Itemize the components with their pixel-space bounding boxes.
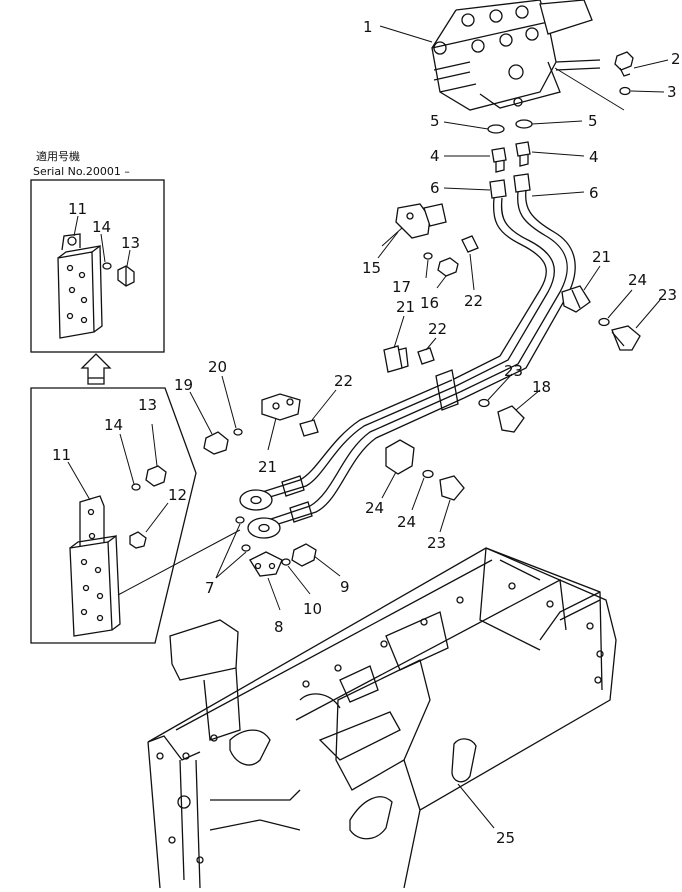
callout-4-right: 4 — [589, 148, 599, 166]
callout-23-center: 18 — [532, 378, 551, 396]
clamp-21-mid — [383, 345, 409, 373]
callout-7: 7 — [205, 579, 215, 597]
callout-17: 17 — [392, 278, 411, 296]
washer-20 — [233, 428, 243, 436]
callout-21-right: 21 — [592, 248, 611, 266]
callout-12: 12 — [168, 486, 187, 504]
callout-1: 1 — [363, 18, 373, 36]
bolt-19 — [203, 431, 229, 455]
washer-10 — [281, 558, 291, 566]
callout-13-old: 13 — [138, 396, 157, 414]
main-frame — [147, 547, 617, 889]
bolt-9 — [291, 543, 317, 567]
bolt-23-right — [611, 325, 641, 351]
bolt-13-old — [145, 465, 167, 487]
bolt-23-center — [497, 405, 525, 433]
callout-13-new: 13 — [121, 234, 140, 252]
callout-24-center: 23 — [504, 362, 523, 380]
callout-23-right: 23 — [658, 286, 677, 304]
callout-24-right: 24 — [628, 271, 647, 289]
callout-22-left: 22 — [334, 372, 353, 390]
washer-24-lower — [422, 469, 434, 479]
callout-16: 16 — [420, 294, 439, 312]
callout-18: 21 — [258, 458, 277, 476]
callout-21-lower: 24 — [365, 499, 384, 517]
flange-7-upper — [239, 489, 273, 511]
manifold-block-old — [69, 534, 121, 637]
callout-2: 2 — [671, 50, 681, 68]
o-ring-5-right — [515, 119, 533, 129]
fitting-4-left — [491, 147, 507, 173]
control-valve — [431, 0, 601, 111]
callout-5-right: 5 — [588, 112, 598, 130]
inset-box-new — [30, 179, 165, 353]
serial-note-line2: Serial No.20001 – — [33, 165, 130, 178]
bolt-12-old — [129, 531, 147, 549]
callout-6-left: 6 — [430, 179, 440, 197]
callout-4-left: 4 — [430, 147, 440, 165]
callout-3: 3 — [667, 83, 677, 101]
hydraulic-lines — [255, 379, 465, 527]
washer-14-old — [131, 483, 141, 491]
bracket-18 — [261, 393, 301, 421]
bolt-16 — [437, 257, 459, 277]
serial-note-line1: 適用号機 — [36, 149, 80, 163]
callout-20: 20 — [208, 358, 227, 376]
callout-15: 15 — [362, 259, 381, 277]
callout-23-lower: 23 — [427, 534, 446, 552]
plate-8 — [249, 551, 283, 577]
bolt-2 — [614, 51, 634, 77]
manifold-block-new — [57, 233, 103, 339]
washer-24-right — [598, 317, 610, 327]
bolt-23-lower — [439, 475, 465, 501]
o-rings-7 — [235, 516, 251, 552]
clamp-21-right — [561, 285, 591, 313]
replacement-arrow-icon — [80, 353, 112, 385]
flange-7-lower — [247, 517, 281, 539]
washer-17 — [423, 252, 433, 260]
callout-9: 9 — [340, 578, 350, 596]
o-ring-5-left — [487, 124, 505, 134]
callout-22-top: 22 — [464, 292, 483, 310]
callout-19: 19 — [174, 376, 193, 394]
callout-11-new: 11 — [68, 200, 87, 218]
callout-14-old: 14 — [104, 416, 123, 434]
bracket-15 — [395, 203, 447, 239]
callout-24-lower: 24 — [397, 513, 416, 531]
callout-21-mid: 21 — [396, 298, 415, 316]
callout-8: 8 — [274, 618, 284, 636]
clamp-21-lower — [385, 439, 415, 475]
washer-14-new — [102, 262, 112, 270]
spacer-22-left — [299, 419, 319, 437]
callout-22-mid: 22 — [428, 320, 447, 338]
fitting-4-right — [515, 141, 531, 167]
callout-25: 25 — [496, 829, 515, 847]
spacer-22-mid — [417, 347, 435, 365]
washer-3 — [619, 86, 631, 96]
callout-11-old: 11 — [52, 446, 71, 464]
callout-10: 10 — [303, 600, 322, 618]
washer-24-center — [478, 398, 490, 408]
bolt-13-new — [117, 265, 135, 287]
callout-14-new: 14 — [92, 218, 111, 236]
callout-6-right: 6 — [589, 184, 599, 202]
inset-box-old — [30, 387, 197, 644]
callout-5-left: 5 — [430, 112, 440, 130]
spacer-22-top — [461, 235, 479, 253]
hose-6-pair — [451, 173, 576, 399]
